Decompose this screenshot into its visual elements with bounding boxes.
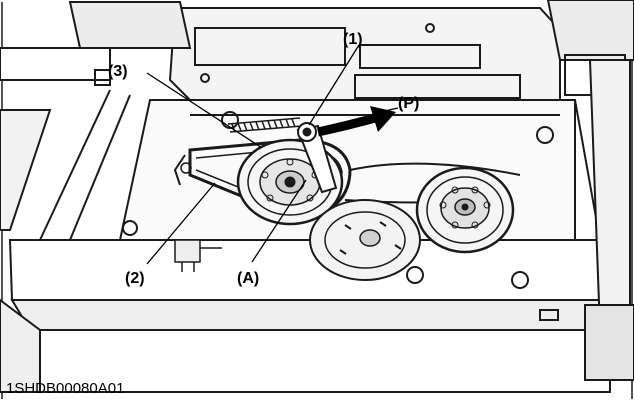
lower-pulley: [309, 199, 421, 281]
label-2: (2): [125, 270, 145, 287]
figure-code: 1SHDB00080A01: [6, 380, 124, 397]
label-a: (A): [237, 270, 259, 287]
leader-lines: [146, 44, 399, 265]
rotation-arrow: [317, 106, 396, 137]
lower-bracket: [174, 162, 222, 272]
label-1: (1): [343, 31, 363, 48]
tension-lever: [296, 122, 338, 194]
right-pulley: [415, 166, 515, 254]
tension-spring: [227, 117, 303, 133]
label-p: (P): [398, 95, 419, 112]
label-3: (3): [108, 63, 128, 80]
